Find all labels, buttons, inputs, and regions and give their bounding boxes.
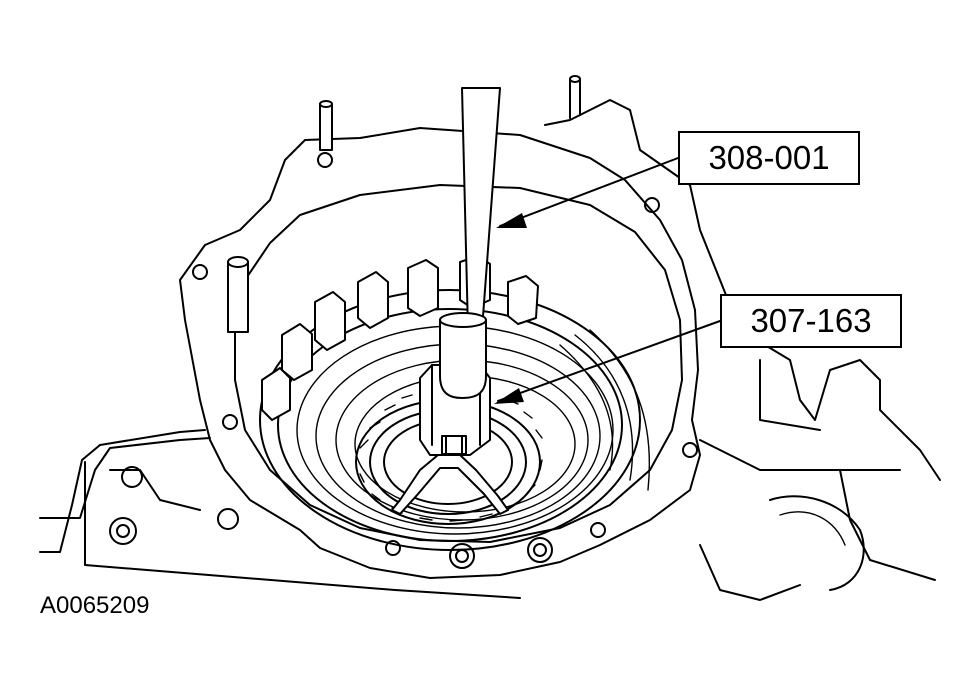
callout-text: 308-001 <box>708 139 830 176</box>
bell-housing-flange <box>179 100 701 579</box>
callout-label-308-001: 308-001 <box>678 131 860 185</box>
callout-leaders <box>494 157 721 404</box>
callout-text: 307-163 <box>750 302 872 339</box>
figure-id-label: A0065209 <box>40 592 150 619</box>
tool-308-001 <box>439 87 501 399</box>
callout-label-307-163: 307-163 <box>720 294 902 348</box>
lower-left-case <box>39 429 521 599</box>
